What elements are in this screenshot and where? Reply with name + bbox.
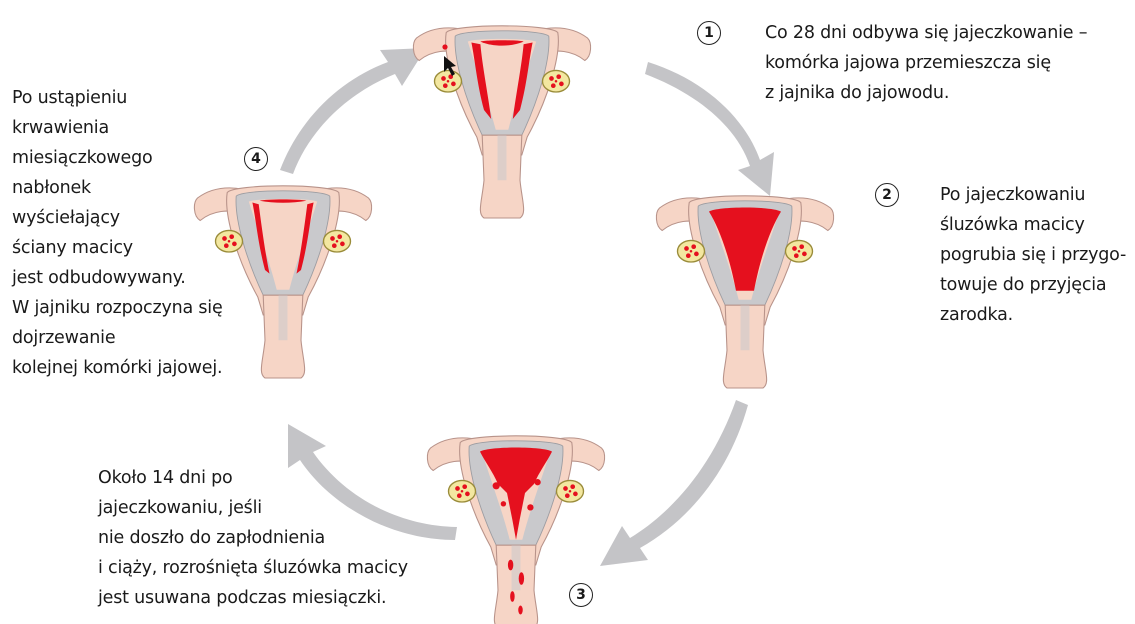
step-1-description: Co 28 dni odbywa się jajeczkowanie – kom…: [765, 18, 1087, 108]
step-4-line: kolejnej komórki jajowej.: [12, 353, 223, 383]
step-4-line: dojrzewanie: [12, 323, 223, 353]
step-2-line: pogrubia się i przygo-: [940, 240, 1126, 270]
step-4-line: W jajniku rozpoczyna się: [12, 293, 223, 323]
step-4-line: jest odbudowywany.: [12, 263, 223, 293]
step-3-line: Około 14 dni po: [98, 463, 408, 493]
step-4-line: miesiączkowego: [12, 143, 223, 173]
step-1-line: z jajnika do jajowodu.: [765, 78, 1087, 108]
step-number-badge: 2: [875, 183, 899, 207]
step-4-description: Po ustąpieniu krwawienia miesiączkowego …: [12, 83, 223, 383]
step-4-line: nabłonek: [12, 173, 223, 203]
step-number-badge: 3: [569, 583, 593, 607]
step-2-line: towuje do przyjęcia: [940, 270, 1126, 300]
step-4-line: krwawienia: [12, 113, 223, 143]
step-number-badge: 1: [697, 21, 721, 45]
step-2-description: Po jajeczkowaniu śluzówka macicy pogrubi…: [940, 180, 1126, 330]
step-number-badge: 4: [244, 147, 268, 171]
step-2-line: śluzówka macicy: [940, 210, 1126, 240]
egg-cell-icon: [442, 44, 447, 49]
step-4-line: Po ustąpieniu: [12, 83, 223, 113]
step-4-line: ściany macicy: [12, 233, 223, 263]
step-3-line: nie doszło do zapłodnienia: [98, 523, 408, 553]
step-3-line: i ciąży, rozrośnięta śluzówka macicy: [98, 553, 408, 583]
step-3-line: jest usuwana podczas miesiączki.: [98, 583, 408, 613]
step-4-line: wyściełający: [12, 203, 223, 233]
step-3-line: jajeczkowaniu, jeśli: [98, 493, 408, 523]
step-1-line: komórka jajowa przemieszcza się: [765, 48, 1087, 78]
step-2-line: Po jajeczkowaniu: [940, 180, 1126, 210]
uterus-illustration: [413, 26, 590, 218]
step-1-line: Co 28 dni odbywa się jajeczkowanie –: [765, 18, 1087, 48]
uterus-illustration: [656, 196, 833, 388]
step-3-description: Około 14 dni po jajeczkowaniu, jeśli nie…: [98, 463, 408, 613]
step-2-line: zarodka.: [940, 300, 1126, 330]
